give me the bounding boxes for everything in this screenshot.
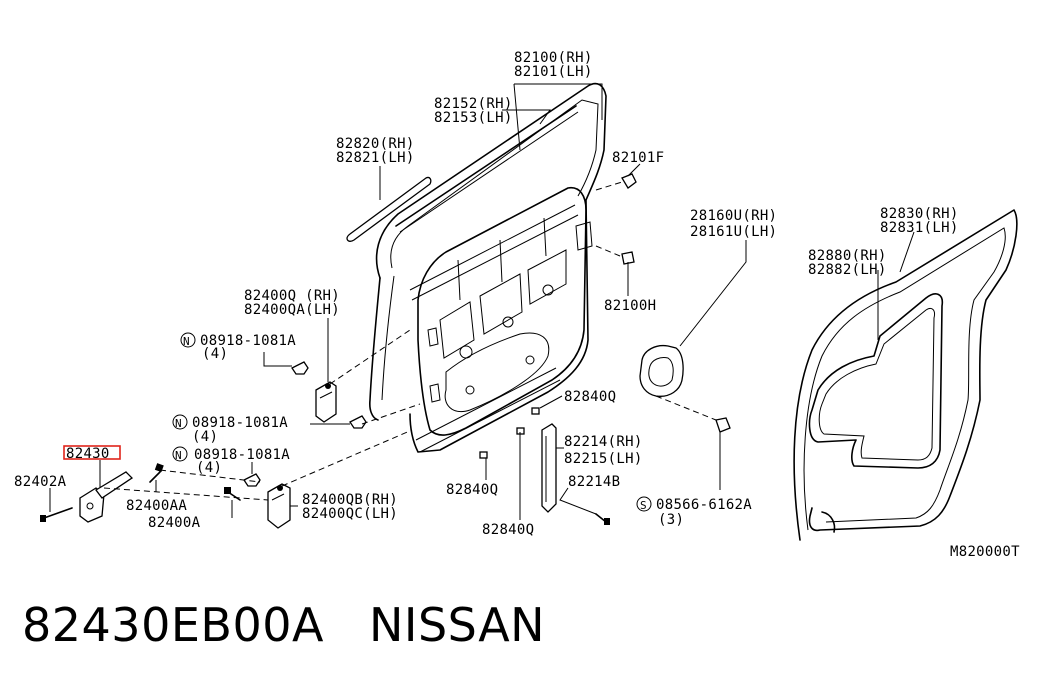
label-82880-rh: 82880(RH) <box>808 248 887 264</box>
upper-hinge <box>315 381 337 423</box>
label-82152-rh: 82152(RH) <box>434 96 513 112</box>
label-82821-lh: 82821(LH) <box>336 150 415 166</box>
label-82400a: 82400A <box>148 515 201 531</box>
nut-symbol: N <box>175 417 182 430</box>
label-qty-1: (4) <box>202 346 228 362</box>
part-caption: 82430EB00A NISSAN <box>22 598 545 652</box>
parts-diagram: 82100(RH) 82101(LH) 82152(RH) 82153(LH) … <box>14 50 1020 560</box>
speaker-ring <box>639 344 684 397</box>
label-qty-3: (4) <box>196 460 222 476</box>
label-82820-rh: 82820(RH) <box>336 136 415 152</box>
label-82430: 82430 <box>66 446 110 462</box>
nut-callout-1: N 08918-1081A (4) <box>180 332 296 362</box>
part-labels: 82100(RH) 82101(LH) 82152(RH) 82153(LH) … <box>14 50 1020 560</box>
label-qty-screw: (3) <box>658 512 684 528</box>
label-82400q-rh: 82400Q (RH) <box>244 288 340 304</box>
label-82840q-3: 82840Q <box>482 522 534 538</box>
nut-symbol: N <box>183 335 190 348</box>
leader-lines <box>49 83 915 520</box>
label-82214b: 82214B <box>568 474 620 490</box>
brand-name: NISSAN <box>368 598 546 652</box>
label-82882-lh: 82882(LH) <box>808 262 887 278</box>
label-qty-2: (4) <box>192 429 218 445</box>
label-82400qc-lh: 82400QC(LH) <box>302 506 398 522</box>
screw-symbol: S <box>640 499 647 512</box>
door-seals <box>793 209 1018 541</box>
label-08918-3: 08918-1081A <box>194 447 290 463</box>
label-28160u-rh: 28160U(RH) <box>690 208 777 224</box>
label-08918-1: 08918-1081A <box>200 333 296 349</box>
label-82830-rh: 82830(RH) <box>880 206 959 222</box>
moulding-strip <box>346 176 432 242</box>
drawing-code: M820000T <box>950 544 1020 560</box>
label-82100h: 82100H <box>604 298 656 314</box>
nut-symbol: N <box>175 449 182 462</box>
label-82215-lh: 82215(LH) <box>564 451 643 467</box>
highlight-box <box>63 445 121 460</box>
glass-weatherstrip <box>395 105 579 233</box>
label-82840q-1: 82840Q <box>564 389 616 405</box>
nut-callout-3: N 08918-1081A (4) <box>172 446 290 476</box>
fasteners <box>40 173 731 525</box>
door-inner-panel <box>369 82 607 453</box>
label-82400qa-lh: 82400QA(LH) <box>244 302 340 318</box>
lower-hinge <box>267 483 291 529</box>
label-82831-lh: 82831(LH) <box>880 220 959 236</box>
sash-channel <box>541 423 557 513</box>
label-82100-rh: 82100(RH) <box>514 50 593 66</box>
label-08566: 08566-6162A <box>656 497 752 513</box>
label-82101-lh: 82101(LH) <box>514 64 593 80</box>
label-82402a: 82402A <box>14 474 67 490</box>
label-82840q-2: 82840Q <box>446 482 498 498</box>
label-82400aa: 82400AA <box>126 498 187 514</box>
label-82101f: 82101F <box>612 150 664 166</box>
screw-callout: S 08566-6162A (3) <box>636 496 752 528</box>
label-28161u-lh: 28161U(LH) <box>690 224 777 240</box>
label-08918-2: 08918-1081A <box>192 415 288 431</box>
label-82153-lh: 82153(LH) <box>434 110 513 126</box>
check-link <box>79 471 134 523</box>
label-82214-rh: 82214(RH) <box>564 434 643 450</box>
label-82400qb-rh: 82400QB(RH) <box>302 492 398 508</box>
nut-callout-2: N 08918-1081A (4) <box>172 414 288 445</box>
part-number: 82430EB00A <box>22 598 324 652</box>
